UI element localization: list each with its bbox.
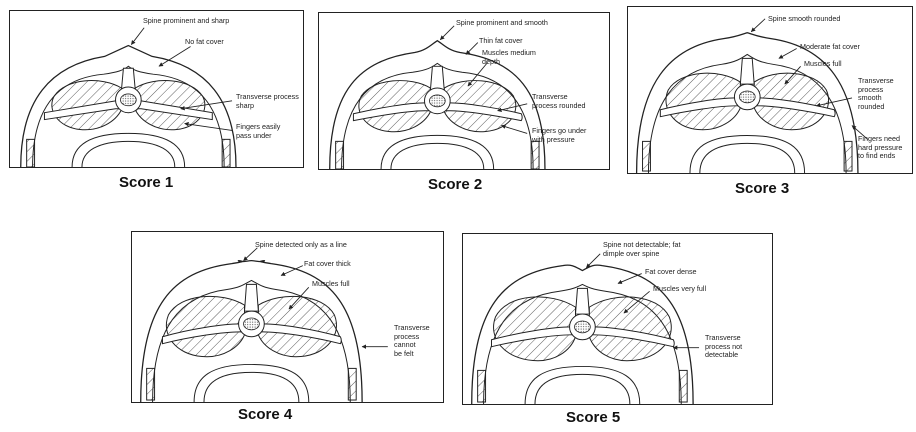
rib-right [531,141,539,169]
spinous-process [430,66,444,90]
score-2-panel: Spine prominent and smooth Thin fat cove… [318,12,610,170]
label-fat: Fat cover dense [645,268,697,277]
arrow-fingers [185,124,232,131]
label-muscles: Muscles full [804,60,842,69]
score-4-cross-section [132,232,443,402]
arrow-fat [618,274,642,284]
rib-left [147,368,155,400]
spinal-cord [120,94,136,106]
arrow-spine [131,28,144,45]
score-5-cross-section [463,234,772,404]
label-muscles: Muscles medium depth [482,49,536,66]
rib-right [222,139,230,167]
label-transverse: Transverse process rounded [532,93,586,110]
arrow-spine [751,19,765,32]
rib-right [679,370,687,402]
label-fingers: Fingers need hard pressure to find ends [858,135,902,161]
label-muscles: Muscles full [312,280,350,289]
label-transverse: Transverse process not detectable [705,334,742,360]
score-4-panel: Spine detected only as a line Fat cover … [131,231,444,403]
rib-left [336,141,344,169]
rib-arch-inner [700,143,795,173]
spinous-process [575,288,589,314]
label-spine: Spine smooth rounded [768,15,840,24]
score-1-cross-section [10,11,303,167]
spinal-cord [244,318,260,330]
arrow-fat [466,43,478,55]
label-spine: Spine not detectable; fat dimple over sp… [603,241,681,258]
arrow-fat [159,47,191,67]
label-fingers: Fingers go under with pressure [532,127,586,144]
spinal-cord [739,91,755,103]
rib-arch [72,133,185,167]
spinous-process [245,284,259,311]
label-muscles: Muscles very full [653,285,706,294]
label-fingers: Fingers easily pass under [236,123,280,140]
arrow-spine [440,26,454,40]
score-5-panel: Spine not detectable; fat dimple over sp… [462,233,773,405]
label-fat: Fat cover thick [304,260,351,269]
rib-arch-inner [204,372,299,402]
arrow-fat [779,49,797,59]
score-2-cross-section [319,13,609,169]
rib-right [844,141,852,171]
label-fat: Moderate fat cover [800,43,860,52]
arrow-fingers [502,126,528,134]
label-spine: Spine detected only as a line [255,241,347,250]
score-1-panel: Spine prominent and sharp No fat cover T… [9,10,304,168]
caption-score-4: Score 4 [238,406,292,423]
score-3-panel: Spine smooth rounded Moderate fat cover … [627,6,913,174]
label-spine: Spine prominent and sharp [143,17,229,26]
label-transverse: Transverse process smooth rounded [858,77,894,111]
rib-arch [381,135,494,169]
label-transverse: Transverse process sharp [236,93,299,110]
rib-left [478,370,486,402]
rib-arch-inner [82,141,175,167]
spinous-process [740,58,754,84]
spinal-cord [429,95,445,107]
caption-score-1: Score 1 [119,174,173,191]
rib-arch-inner [535,374,630,404]
caption-score-5: Score 5 [566,409,620,426]
caption-score-3: Score 3 [735,180,789,197]
rib-arch-inner [391,143,484,169]
label-fat: No fat cover [185,38,224,47]
caption-score-2: Score 2 [428,176,482,193]
arrow-spine [244,248,258,261]
spinal-cord [575,321,591,333]
label-fat: Thin fat cover [479,37,523,46]
rib-right [348,368,356,400]
rib-left [643,141,651,171]
rib-left [27,139,35,167]
label-transverse: Transverse process cannot be felt [394,324,430,358]
label-spine: Spine prominent and smooth [456,19,548,28]
